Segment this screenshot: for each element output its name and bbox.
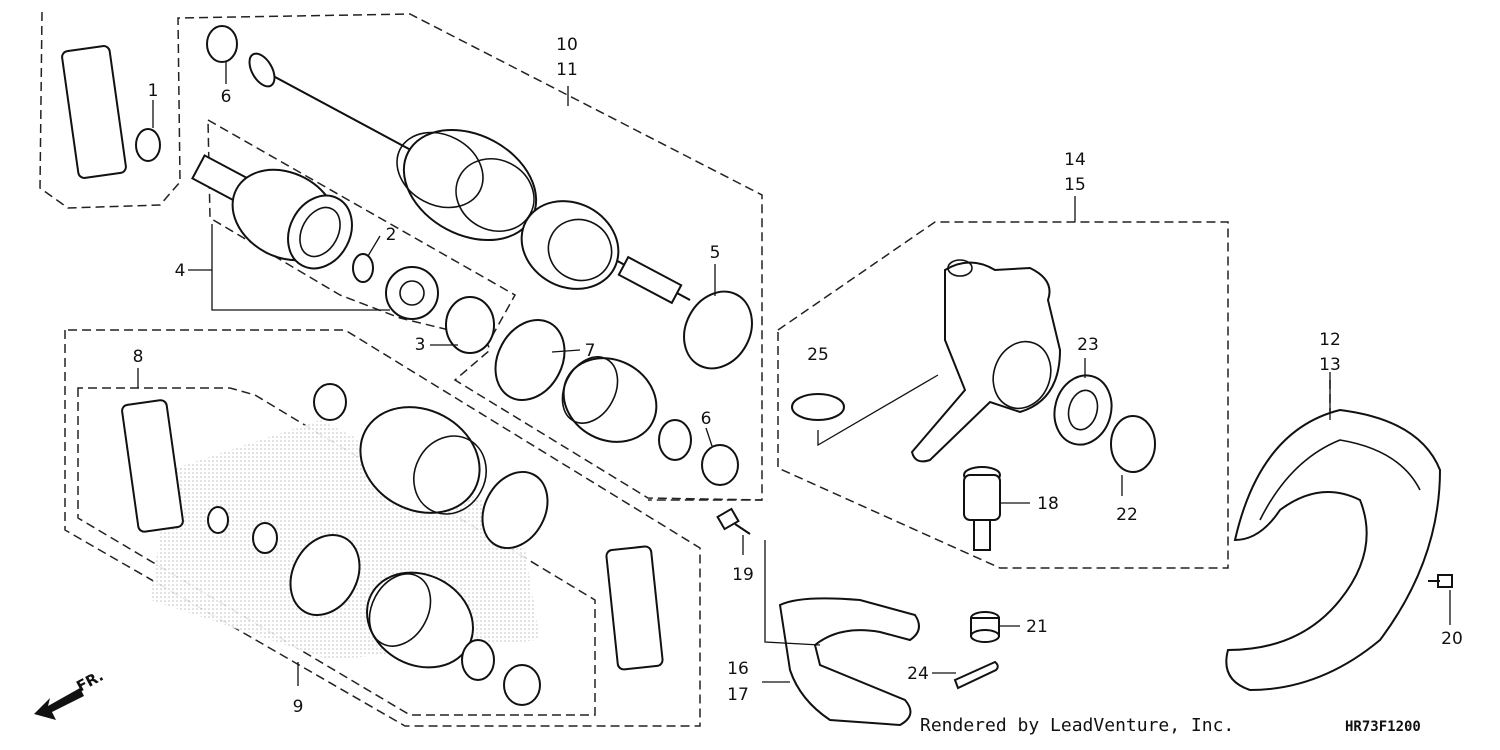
steering-knuckle — [910, 259, 1062, 463]
boot-band-6-lower — [701, 444, 739, 486]
inner-joint — [191, 154, 353, 270]
callout-1: 1 — [148, 81, 159, 101]
callout-22: 22 — [1116, 505, 1138, 525]
bolt-20 — [1428, 574, 1453, 588]
leader-lines — [137, 62, 1451, 686]
callout-17: 17 — [727, 685, 749, 705]
callout-11: 11 — [556, 60, 578, 80]
callout-6a: 6 — [221, 87, 232, 107]
snap-ring-3 — [445, 296, 495, 354]
boot-band-7 — [494, 318, 566, 402]
castle-nut — [970, 611, 1000, 643]
circlip-2 — [352, 253, 374, 283]
callout-15: 15 — [1064, 175, 1086, 195]
callout-21: 21 — [1026, 617, 1048, 637]
grease-pack-right — [605, 545, 664, 671]
callout-24: 24 — [907, 664, 929, 684]
snap-ring-1 — [135, 128, 161, 162]
credit-text: Rendered by LeadVenture, Inc. — [920, 715, 1234, 736]
bearing-cage — [385, 266, 439, 320]
boot-band-6-top — [206, 25, 238, 63]
circlip-25 — [791, 393, 845, 421]
callout-10: 10 — [556, 35, 578, 55]
callout-8: 8 — [133, 347, 144, 367]
ball-joint — [963, 466, 1001, 551]
callout-13: 13 — [1319, 355, 1341, 375]
callout-4: 4 — [175, 261, 186, 281]
boot-band-5 — [683, 290, 753, 370]
cotter-pin — [953, 660, 999, 690]
callout-16: 16 — [727, 659, 749, 679]
inner-boot — [561, 356, 692, 461]
lower-boot-kit — [207, 383, 549, 706]
grease-pack-top — [61, 45, 127, 179]
callout-7: 7 — [585, 341, 596, 361]
callout-6b: 6 — [701, 409, 712, 429]
front-direction-arrow: FR. — [34, 667, 106, 720]
grease-pack-mid — [121, 399, 184, 533]
callout-2: 2 — [386, 225, 397, 245]
callout-9: 9 — [293, 697, 304, 717]
callout-5: 5 — [710, 243, 721, 263]
callout-25: 25 — [807, 345, 829, 365]
bolt-19 — [716, 507, 751, 535]
callout-20: 20 — [1441, 629, 1463, 649]
drive-shaft-assembly — [248, 52, 691, 305]
callout-14: 14 — [1064, 150, 1086, 170]
callout-12: 12 — [1319, 330, 1341, 350]
callouts: 10 11 1 6 2 4 3 5 7 6 8 9 14 15 25 23 22… — [133, 35, 1463, 717]
callout-3: 3 — [415, 335, 426, 355]
callout-19: 19 — [732, 565, 754, 585]
lower-arm — [778, 597, 920, 727]
dust-shield — [1225, 408, 1442, 692]
wheel-bearing — [1053, 374, 1113, 446]
diagram-code: HR73F1200 — [1345, 719, 1421, 735]
callout-18: 18 — [1037, 494, 1059, 514]
callout-23: 23 — [1077, 335, 1099, 355]
circlip-22 — [1110, 415, 1156, 473]
